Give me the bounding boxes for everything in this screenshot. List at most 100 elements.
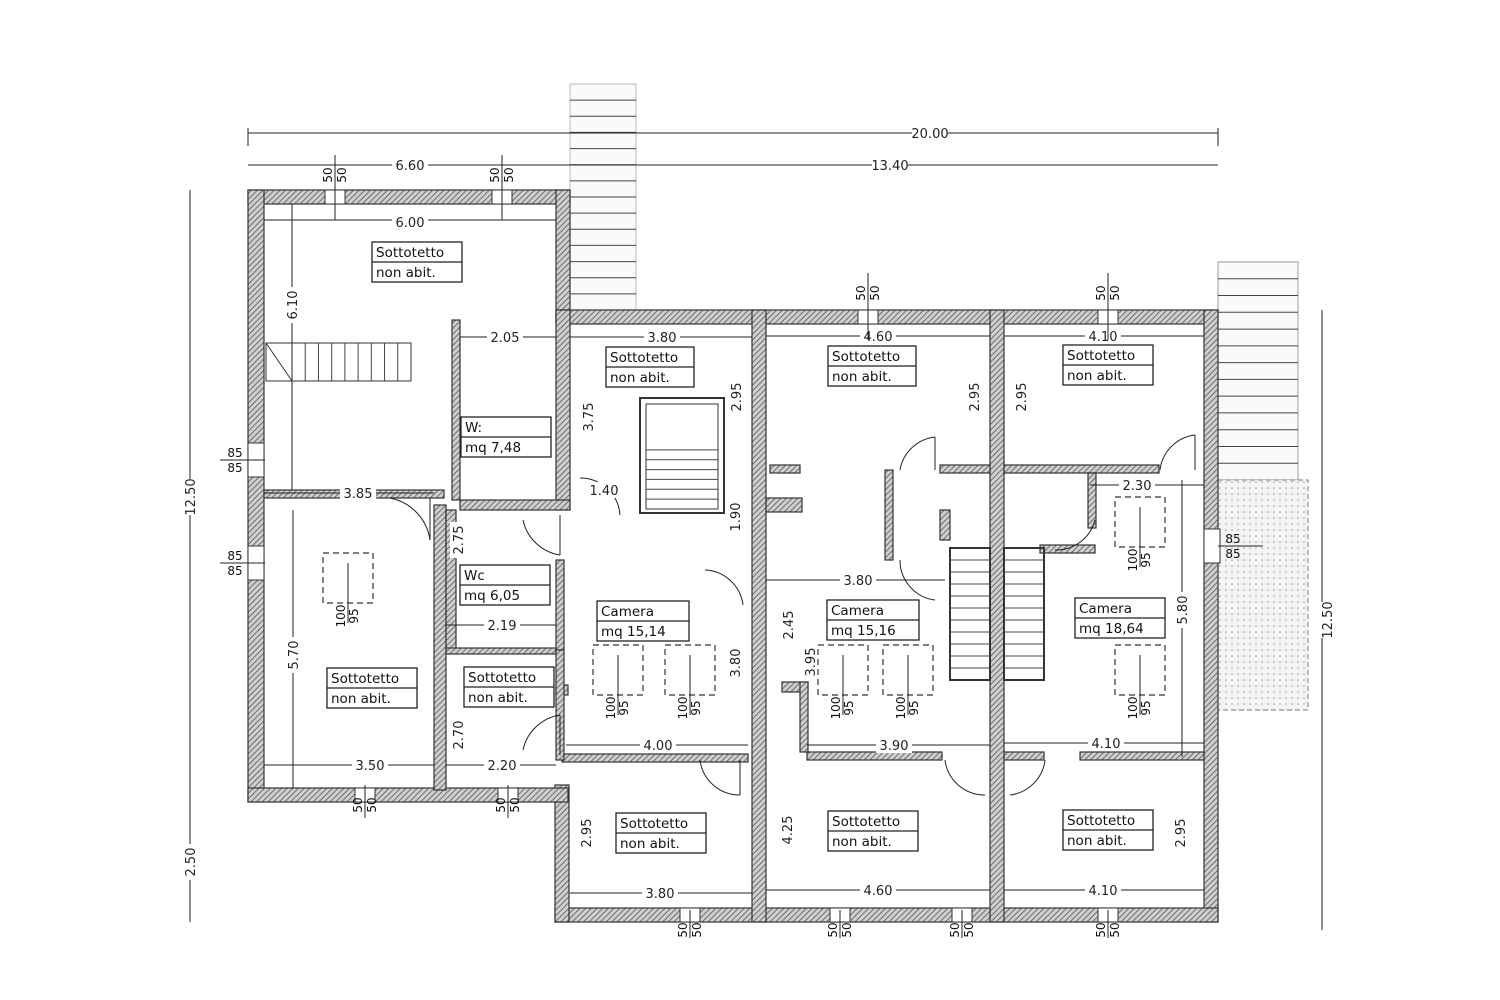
svg-text:50: 50 bbox=[854, 285, 868, 300]
svg-text:95: 95 bbox=[842, 700, 856, 715]
svg-text:100: 100 bbox=[894, 697, 908, 720]
dimension-label: 4.00 bbox=[644, 739, 673, 754]
dimension-label: 3.50 bbox=[356, 759, 385, 774]
wall bbox=[939, 509, 951, 541]
dimension-label: 2.95 bbox=[730, 383, 745, 412]
svg-text:95: 95 bbox=[1139, 700, 1153, 715]
svg-text:50: 50 bbox=[508, 797, 522, 812]
svg-text:50: 50 bbox=[365, 797, 379, 812]
dimension-label: 3.85 bbox=[344, 487, 373, 502]
room-name: Wc bbox=[464, 568, 485, 584]
wall bbox=[939, 464, 991, 474]
internal-stair-center bbox=[639, 397, 725, 514]
dimension-label: 12.50 bbox=[1321, 601, 1336, 638]
dimension-label: 2.95 bbox=[968, 383, 983, 412]
internal-stair-right bbox=[949, 547, 1045, 681]
svg-text:85: 85 bbox=[227, 549, 242, 563]
dimension-label: 2.05 bbox=[491, 331, 520, 346]
room-detail: mq 7,48 bbox=[465, 440, 521, 456]
svg-text:85: 85 bbox=[227, 461, 242, 475]
svg-text:50: 50 bbox=[321, 167, 335, 182]
wall bbox=[433, 504, 447, 791]
room-detail: non abit. bbox=[832, 369, 892, 385]
dimension-label: 20.00 bbox=[911, 127, 948, 142]
svg-text:85: 85 bbox=[227, 446, 242, 460]
dimension-label: 5.80 bbox=[1176, 596, 1191, 625]
dimension-label: 6.10 bbox=[286, 291, 301, 320]
wall bbox=[561, 753, 749, 763]
svg-text:100: 100 bbox=[829, 697, 843, 720]
svg-text:50: 50 bbox=[1108, 922, 1122, 937]
dimension-label: 2.75 bbox=[452, 526, 467, 555]
svg-text:50: 50 bbox=[868, 285, 882, 300]
dimension-label: 5.70 bbox=[287, 641, 302, 670]
svg-text:50: 50 bbox=[494, 797, 508, 812]
svg-text:95: 95 bbox=[1139, 552, 1153, 567]
wall bbox=[459, 499, 571, 511]
svg-text:50: 50 bbox=[948, 922, 962, 937]
svg-text:50: 50 bbox=[1094, 922, 1108, 937]
svg-text:50: 50 bbox=[690, 922, 704, 937]
svg-text:50: 50 bbox=[502, 167, 516, 182]
svg-text:50: 50 bbox=[335, 167, 349, 182]
wall bbox=[247, 189, 571, 205]
room-name: Camera bbox=[601, 604, 654, 620]
wall bbox=[555, 309, 571, 511]
wall bbox=[554, 784, 570, 923]
wall bbox=[1003, 464, 1160, 474]
svg-text:95: 95 bbox=[689, 700, 703, 715]
svg-text:50: 50 bbox=[840, 922, 854, 937]
wall bbox=[989, 309, 1005, 923]
room-name: Camera bbox=[1079, 601, 1132, 617]
room-name: Sottotetto bbox=[610, 350, 678, 366]
wall bbox=[247, 189, 265, 803]
room-detail: non abit. bbox=[1067, 368, 1127, 384]
wall bbox=[451, 319, 461, 501]
svg-text:100: 100 bbox=[334, 605, 348, 628]
room-detail: mq 15,14 bbox=[601, 624, 666, 640]
room-name: Sottotetto bbox=[832, 814, 900, 830]
dimension-label: 3.80 bbox=[648, 331, 677, 346]
dimension-label: 2.50 bbox=[184, 848, 199, 877]
dimension-label: 2.95 bbox=[1174, 819, 1189, 848]
svg-text:50: 50 bbox=[1094, 285, 1108, 300]
wall bbox=[884, 469, 894, 561]
svg-text:85: 85 bbox=[1225, 547, 1240, 561]
wall bbox=[555, 559, 565, 651]
svg-text:100: 100 bbox=[1126, 697, 1140, 720]
dimension-label: 2.20 bbox=[488, 759, 517, 774]
svg-text:85: 85 bbox=[227, 564, 242, 578]
svg-text:50: 50 bbox=[826, 922, 840, 937]
dimension-label: 2.30 bbox=[1123, 479, 1152, 494]
dimension-label: 1.40 bbox=[590, 484, 619, 499]
wall bbox=[765, 497, 803, 513]
dimension-label: 2.45 bbox=[782, 611, 797, 640]
room-name: W: bbox=[465, 420, 482, 436]
balcony bbox=[1217, 479, 1309, 711]
external-stair-right bbox=[1217, 261, 1299, 481]
room-detail: non abit. bbox=[1067, 833, 1127, 849]
wall bbox=[769, 464, 801, 474]
dimension-label: 2.95 bbox=[1015, 383, 1030, 412]
dimension-label: 3.80 bbox=[844, 574, 873, 589]
dimension-label: 13.40 bbox=[871, 159, 908, 174]
wall bbox=[751, 309, 767, 923]
